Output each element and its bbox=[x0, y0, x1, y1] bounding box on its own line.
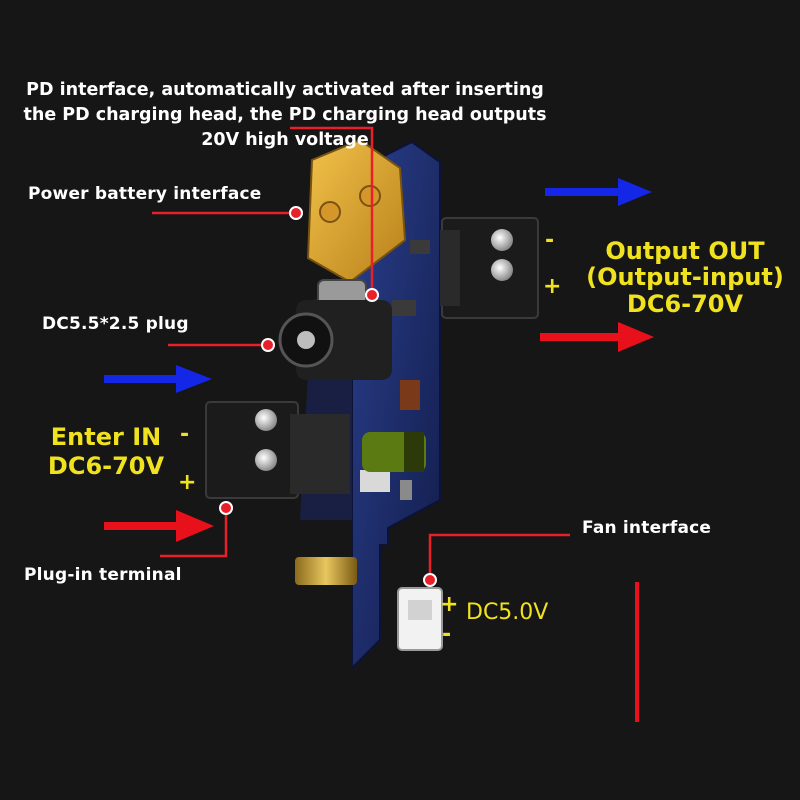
output-subtitle: (Output-input) bbox=[586, 263, 784, 291]
input-range: DC6-70V bbox=[47, 452, 165, 480]
output-title: Output OUT bbox=[605, 237, 765, 265]
input-terminal-block bbox=[205, 401, 350, 499]
terminal-leader-line bbox=[160, 508, 228, 558]
fan-interface-label: Fan interface bbox=[582, 518, 712, 538]
fan-voltage-label: DC5.0V bbox=[466, 600, 549, 625]
blue-arrow-input bbox=[104, 365, 212, 393]
pd-label-line-3: 20V high voltage bbox=[201, 130, 369, 150]
xt-connector bbox=[306, 138, 407, 284]
pd-interface-label: PD interface, automatically activated af… bbox=[10, 78, 560, 153]
output-terminal-block bbox=[440, 217, 539, 319]
power-battery-label: Power battery interface bbox=[28, 184, 262, 204]
fan-leader-line bbox=[428, 533, 570, 580]
dc-plug-label: DC5.5*2.5 plug bbox=[42, 314, 189, 334]
input-title: Enter IN bbox=[50, 423, 162, 451]
pd-leader-line bbox=[290, 126, 374, 295]
terminal-dot bbox=[219, 501, 233, 515]
fan-dot bbox=[423, 573, 437, 587]
plug-in-terminal-label: Plug-in terminal bbox=[24, 565, 182, 585]
brass-standoff bbox=[295, 557, 357, 585]
fan-plus-sign: + bbox=[440, 592, 459, 617]
blue-arrow-output bbox=[545, 178, 652, 206]
fan-connector bbox=[397, 587, 443, 651]
fan-minus-sign: - bbox=[442, 622, 452, 647]
dc-dot bbox=[261, 338, 275, 352]
output-range: DC6-70V bbox=[626, 290, 744, 318]
input-plus-sign: + bbox=[178, 470, 197, 495]
pd-dot bbox=[365, 288, 379, 302]
leader-lines bbox=[152, 126, 570, 580]
output-plus-sign: + bbox=[543, 274, 562, 299]
electrolytic-capacitor bbox=[362, 432, 426, 472]
red-arrow-output bbox=[540, 322, 654, 352]
dc-barrel-jack bbox=[278, 300, 392, 380]
smd-components bbox=[360, 240, 430, 500]
pd-label-line-1: PD interface, automatically activated af… bbox=[26, 80, 544, 100]
pcb-board bbox=[351, 140, 441, 671]
red-arrow-input bbox=[104, 510, 214, 542]
input-minus-sign: - bbox=[180, 422, 190, 447]
leader-dots bbox=[219, 206, 437, 587]
battery-dot bbox=[289, 206, 303, 220]
output-minus-sign: - bbox=[545, 228, 555, 253]
pd-label-line-2: the PD charging head, the PD charging he… bbox=[23, 105, 547, 125]
